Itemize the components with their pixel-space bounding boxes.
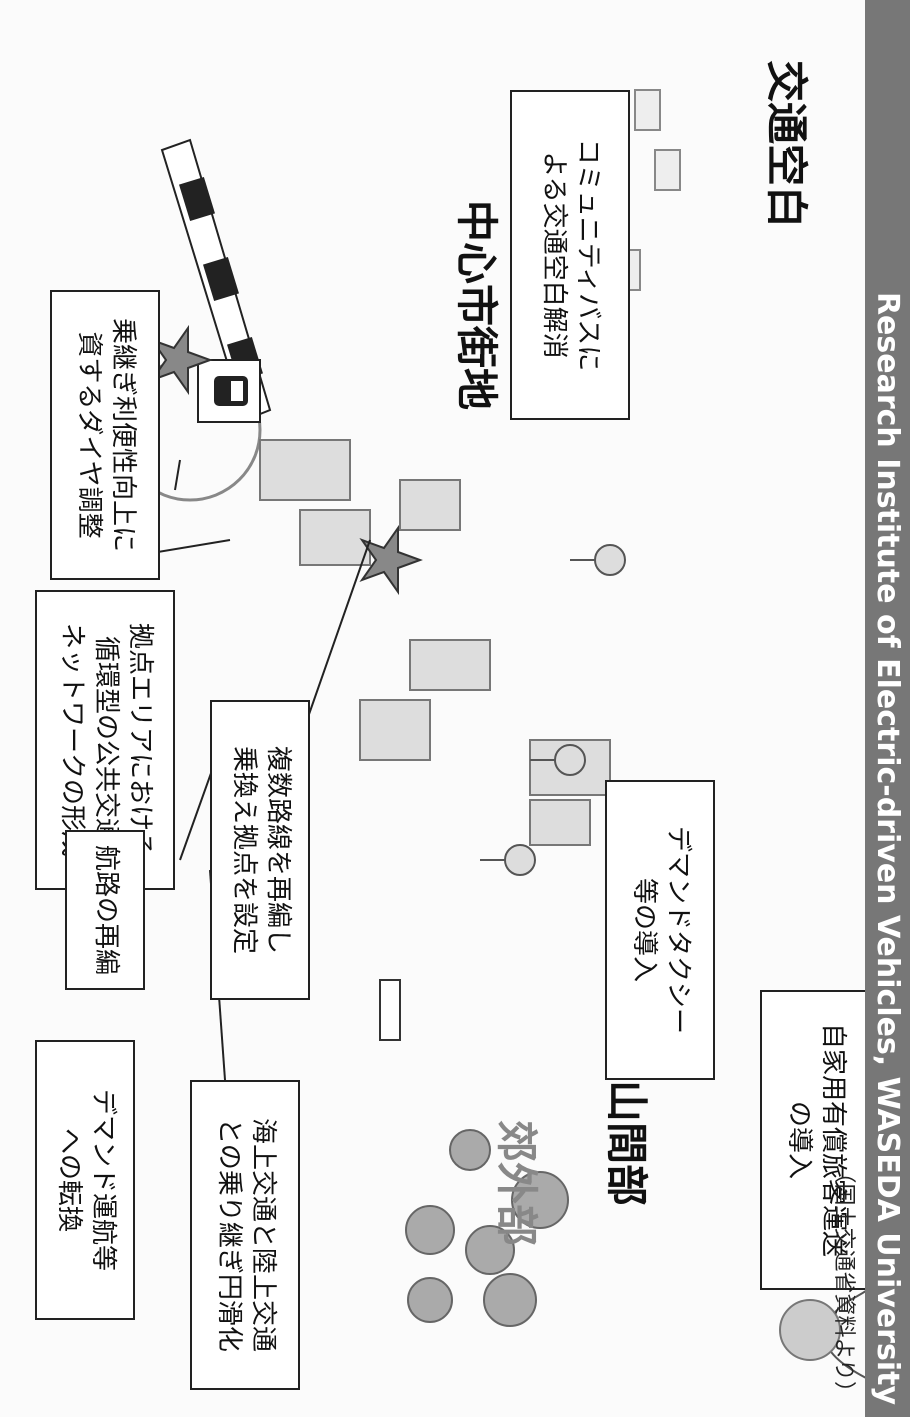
callout-kaijo-line1: 海上交通と陸上交通 [245,1118,279,1352]
callout-demand-taxi-line2: 等の導入 [626,826,660,1034]
callout-kyoten-area-line1: 拠点エリアにおける [122,623,156,857]
source-note: （国土交通省資料より） [830,1161,862,1403]
footer-band: Research Institute of Electric-driven Ve… [865,0,910,1417]
callout-demand-unko-line2: への転換 [51,1089,85,1271]
callout-community-bus-line2: よる交通空白解消 [536,139,570,371]
city-buildings [260,440,610,845]
callout-kyoten-area-line2: 循環型の公共交通 [88,623,122,857]
train-icon [198,360,260,422]
callout-koro-line1: 航路の再編 [88,845,122,975]
label-chushin-shigaichi: 中心市街地 [449,200,510,410]
callout-kaijo-line2: との乗り継ぎ円滑化 [211,1118,245,1352]
callout-kaijo: 海上交通と陸上交通 との乗り継ぎ円滑化 [190,1080,300,1390]
callout-demand-unko-line1: デマンド運航等 [85,1089,119,1271]
callout-kyoten-area-line3: ネットワークの形成 [54,623,88,857]
callout-demand-taxi: デマンドタクシー 等の導入 [605,780,715,1080]
callout-fukusu-rosen-line1: 複数路線を再編し [260,746,294,954]
callout-community-bus: コミュニティバスに よる交通空白解消 [510,90,630,420]
callout-norikae-line1: 乗継ぎ利便性向上に [105,318,139,552]
callout-demand-taxi-line1: デマンドタクシー [660,826,694,1034]
label-kogai: 郊外部 [489,1120,550,1246]
label-kotsu-kuhaku: 交通空白 [759,60,820,228]
callout-norikae: 乗継ぎ利便性向上に 資するダイヤ調整 [50,290,160,580]
callout-fukusu-rosen: 複数路線を再編し 乗換え拠点を設定 [210,700,310,1000]
callout-norikae-line2: 資するダイヤ調整 [71,318,105,552]
callout-community-bus-line1: コミュニティバスに [570,139,604,371]
callout-demand-unko: デマンド運航等 への転換 [35,1040,135,1320]
callout-fukusu-rosen-line2: 乗換え拠点を設定 [226,746,260,954]
callout-koro: 航路の再編 [65,830,145,990]
footer-credit: Research Institute of Electric-driven Ve… [865,0,910,1417]
label-sankanbu: 山間部 [599,1080,660,1206]
callout-jikayo-line2: の導入 [781,1023,815,1257]
